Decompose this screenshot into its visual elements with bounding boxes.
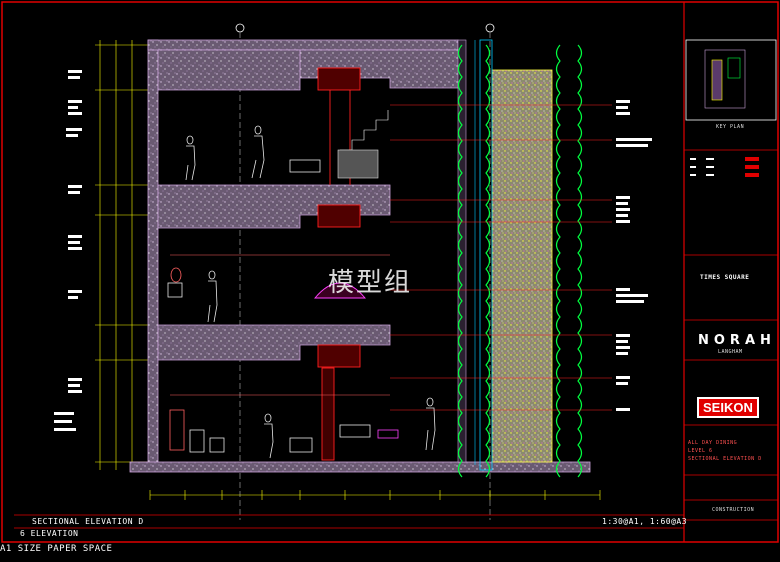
drawing-subtitle: 6 ELEVATION xyxy=(20,529,79,538)
planting-outline xyxy=(457,44,583,478)
annotation-leaders xyxy=(170,104,612,411)
stair-section xyxy=(337,110,389,179)
key-plan-label: KEY PLAN xyxy=(716,124,745,130)
watermark: 模型组 xyxy=(328,268,413,298)
drawing-scale: 1:30@A1, 1:60@A3 xyxy=(602,517,688,526)
project-name: TIMES SQUARE xyxy=(700,274,750,281)
designer-logo: SEIKON xyxy=(697,397,759,418)
sheet-desc-line-2: LEVEL 6 xyxy=(688,448,713,454)
sheet-desc-line-1: ALL DAY DINING xyxy=(688,440,738,446)
sheet-status: CONSTRUCTION xyxy=(712,507,755,513)
building-structure xyxy=(129,39,591,473)
light-fixtures xyxy=(314,67,366,461)
key-plan xyxy=(704,49,746,109)
sheet-desc-line-3: SECTIONAL ELEVATION D xyxy=(688,456,762,462)
drawing-title: SECTIONAL ELEVATION D xyxy=(32,517,144,526)
left-annotations xyxy=(54,70,82,431)
client-logo: NORAH xyxy=(698,333,776,348)
bottom-dimension-chain xyxy=(149,490,601,500)
client-sub: LANGHAM xyxy=(718,349,743,355)
title-block xyxy=(684,39,778,521)
paper-space-label: A1 SIZE PAPER SPACE xyxy=(0,544,113,554)
left-dimension-chain xyxy=(95,40,150,470)
figures-and-furniture xyxy=(167,125,436,459)
revision-table xyxy=(690,157,759,177)
right-annotations xyxy=(616,100,652,411)
stone-feature-wall xyxy=(491,69,553,463)
sheet-border xyxy=(1,1,779,543)
